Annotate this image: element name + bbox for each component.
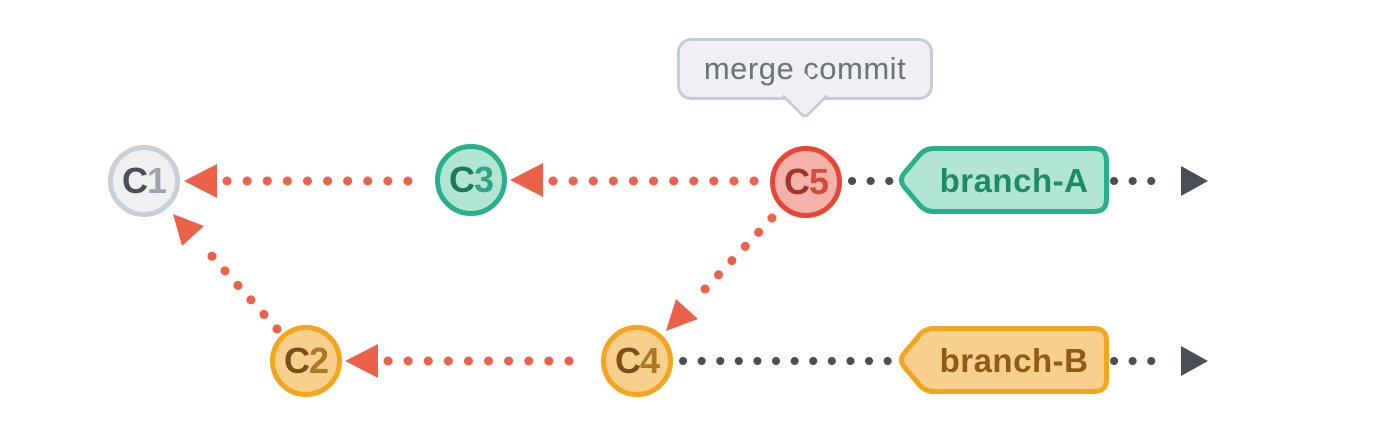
merge-commit-callout: merge commit xyxy=(677,38,933,120)
edge-c5-to-c4-arrowhead xyxy=(666,299,698,331)
branch-a-tag: branch-A xyxy=(898,145,1110,215)
branch-b-tag-shape xyxy=(899,326,1109,394)
edge-c2-to-c1-dots xyxy=(196,239,282,334)
edge-c2-to-c1-arrowhead xyxy=(173,214,204,246)
edge-c4-to-c2-arrowhead xyxy=(345,344,378,378)
commit-c5-digit: 5 xyxy=(808,161,829,202)
edge-c3-to-c1-arrowhead xyxy=(184,164,217,198)
commit-c1-digit: 1 xyxy=(146,160,167,201)
branch-a-tag-shape xyxy=(899,146,1109,214)
commit-c4-digit: 4 xyxy=(639,340,660,381)
commit-c5-letter: C xyxy=(783,161,810,202)
commit-c4-letter: C xyxy=(614,340,641,381)
timeline-a-arrowhead xyxy=(1181,166,1208,196)
commit-c2-letter: C xyxy=(283,340,310,381)
timeline-b-arrowhead xyxy=(1181,346,1208,376)
commit-c2-digit: 2 xyxy=(308,340,329,381)
edge-c5-to-c3-arrowhead xyxy=(510,163,543,197)
branch-b-tag: branch-B xyxy=(898,325,1110,395)
edge-c5-to-c4-dots xyxy=(687,213,777,308)
branch-a-label: branch-A xyxy=(939,161,1089,199)
commit-c3-digit: 3 xyxy=(473,159,494,200)
commit-c1-letter: C xyxy=(121,160,148,201)
branch-b-label: branch-B xyxy=(939,341,1089,379)
commit-c3-letter: C xyxy=(448,159,475,200)
